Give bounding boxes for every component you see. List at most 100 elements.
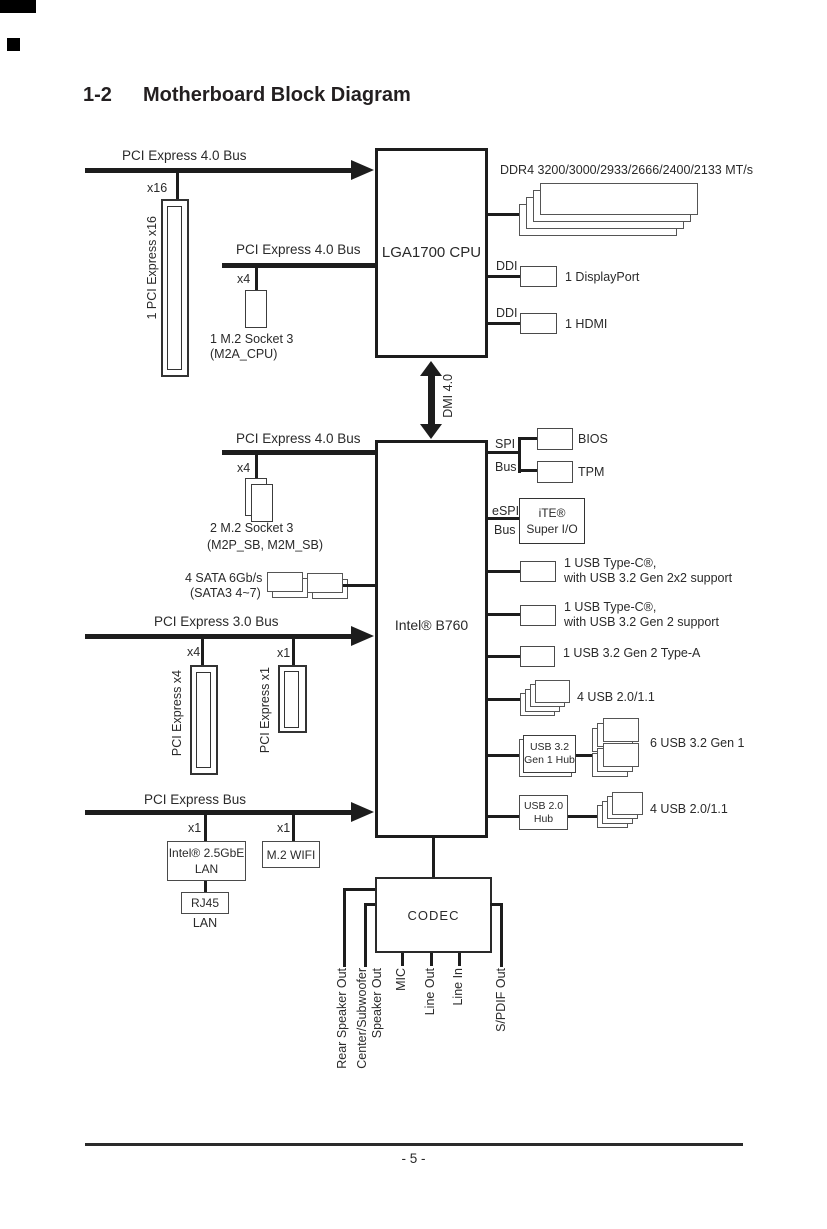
pcie40-m2a-bus-line — [222, 263, 375, 268]
usb32hub-line2: Gen 1 Hub — [524, 754, 575, 766]
usb32hub-line — [488, 754, 523, 757]
jack-rear-label: Rear Speaker Out — [335, 968, 349, 1069]
lan-box-label: Intel® 2.5GbE LAN — [169, 845, 245, 877]
center-sub-line-v — [364, 902, 367, 967]
ddi-label-1: DDI — [496, 259, 518, 273]
sata-line — [343, 583, 375, 587]
sata-rect-2a — [307, 573, 343, 593]
spi-label: SPI — [495, 437, 516, 451]
codec-link-line — [431, 838, 435, 877]
usbc1-line — [488, 570, 520, 573]
lan-box: Intel® 2.5GbE LAN — [167, 841, 246, 881]
hdmi-label: 1 HDMI — [565, 317, 608, 331]
m2a-lane-label: x4 — [237, 272, 251, 286]
dmi-arrow-up — [420, 361, 442, 376]
pcie30-bus-label: PCI Express 3.0 Bus — [154, 614, 279, 629]
pcie-bus-label: PCI Express Bus — [144, 792, 247, 807]
footer-rule — [85, 1143, 743, 1146]
dmi-label: DMI 4.0 — [441, 374, 455, 418]
displayport-box — [520, 266, 557, 287]
tpm-line — [521, 469, 537, 472]
usb32-ports-label: 6 USB 3.2 Gen 1 — [650, 736, 745, 750]
usb20-ports-label: 4 USB 2.0/1.1 — [650, 802, 728, 816]
lineout-line — [429, 953, 433, 966]
spi-line-h — [488, 451, 521, 454]
superio-label: iTE® Super I/O — [526, 505, 577, 537]
jack-mic-label: MIC — [394, 968, 408, 991]
x1-stub-line — [291, 635, 295, 665]
m2-sb-box-front — [251, 484, 273, 522]
pcie-x16-slot-label: 1 PCI Express x16 — [145, 216, 159, 320]
usb-typea-line — [488, 655, 520, 658]
m2-sb-stub-line — [254, 452, 258, 479]
usbc2-label-1: 1 USB Type-C®, — [564, 600, 657, 614]
x1-lane-label: x1 — [277, 646, 291, 660]
jack-lineout-label: Line Out — [423, 968, 437, 1016]
jack-spdif-label: S/PDIF Out — [494, 968, 508, 1032]
mic-line — [400, 953, 404, 966]
espi-bus-label: Bus — [494, 523, 516, 537]
usb20hub-line1: USB 2.0 — [523, 799, 564, 812]
lan-box-line1: Intel® 2.5GbE — [168, 846, 245, 860]
pcie40-x16-bus-label: PCI Express 4.0 Bus — [122, 148, 247, 163]
m2a-name-label: 1 M.2 Socket 3 — [210, 332, 294, 346]
m2a-id-label: (M2A_CPU) — [210, 347, 278, 361]
hdmi-box — [520, 313, 557, 334]
usb32-rect-b1 — [603, 743, 639, 767]
dmi-arrow-shaft — [427, 374, 435, 426]
usb32-ports-line — [576, 754, 603, 757]
espi-line — [488, 517, 519, 520]
m2-sb-lane-label: x4 — [237, 461, 251, 475]
cpu-box — [375, 148, 488, 358]
displayport-label: 1 DisplayPort — [565, 270, 640, 284]
wifi-box: M.2 WIFI — [262, 841, 320, 868]
sata-rect-1a — [267, 572, 303, 592]
pcie40-m2a-bus-label: PCI Express 4.0 Bus — [236, 242, 361, 257]
m2-sb-name-label: 2 M.2 Socket 3 — [210, 521, 294, 535]
bios-line — [521, 437, 537, 440]
usb20hub-line — [488, 815, 519, 818]
m2a-socket-box — [245, 290, 267, 328]
displayport-line — [488, 275, 520, 278]
wifi-lane-label: x1 — [277, 821, 291, 835]
superio-line1: iTE® — [538, 506, 566, 520]
usb32hub-label: USB 3.2 Gen 1 Hub — [524, 741, 575, 767]
usb20-ports-line — [568, 815, 612, 818]
usbc2-label-2: with USB 3.2 Gen 2 support — [564, 615, 719, 629]
spi-bus-label: Bus — [495, 460, 517, 474]
pcie-x4-slot-label: PCI Express x4 — [170, 670, 184, 757]
memory-line — [488, 213, 540, 216]
rj45-sub-label: LAN — [192, 916, 218, 930]
dmi-arrow-down — [420, 424, 442, 439]
lan-lane-label: x1 — [188, 821, 202, 835]
pcie40-sb-bus-label: PCI Express 4.0 Bus — [236, 431, 361, 446]
page-number: - 5 - — [401, 1151, 426, 1166]
pcie-bus-line — [85, 809, 351, 815]
sata-label-1: 4 SATA 6Gb/s — [185, 571, 263, 585]
bios-label: BIOS — [578, 432, 608, 446]
superio-line2: Super I/O — [526, 522, 578, 536]
pcie-x16-slot-inner — [167, 206, 182, 370]
rear-speaker-line-v — [343, 887, 346, 967]
usbc1-label-1: 1 USB Type-C®, — [564, 556, 657, 570]
rj45-box: RJ45 — [181, 892, 229, 914]
hdmi-line — [488, 322, 520, 325]
corner-mark-square — [7, 38, 20, 51]
usb-typea-label: 1 USB 3.2 Gen 2 Type-A — [563, 646, 701, 660]
chipset-label: Intel® B760 — [394, 617, 469, 633]
usbc1-label-2: with USB 3.2 Gen 2x2 support — [564, 571, 733, 585]
usb20-direct-line — [488, 698, 521, 701]
usbc2-line — [488, 613, 520, 616]
usb20hub-line2: Hub — [533, 812, 554, 825]
pcie30-bus-arrow — [351, 626, 374, 646]
pcie-x1-slot-label: PCI Express x1 — [258, 667, 272, 754]
sata-label-2: (SATA3 4~7) — [190, 586, 261, 600]
tpm-box — [537, 461, 573, 483]
tpm-label: TPM — [578, 465, 605, 479]
spdif-line-v — [500, 902, 503, 967]
page-title: Motherboard Block Diagram — [143, 84, 411, 106]
pcie-x4-slot-inner — [196, 672, 211, 768]
rj45-stub-line — [203, 881, 207, 892]
corner-mark-bar — [0, 0, 36, 13]
